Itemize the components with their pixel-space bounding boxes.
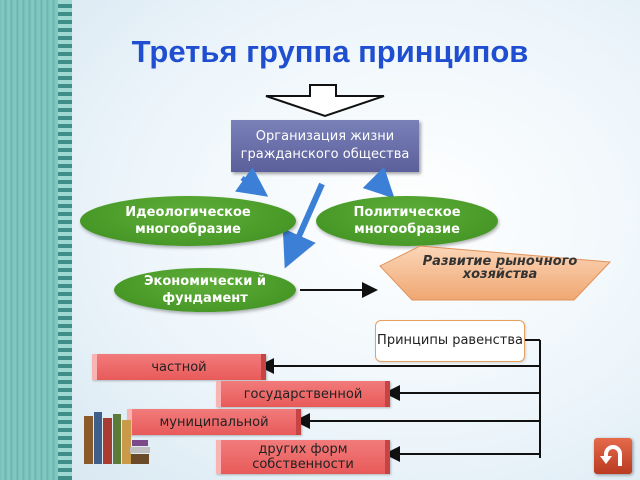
state-property-scroll: государственной — [216, 381, 390, 407]
arrow-to-political — [362, 166, 395, 199]
return-icon — [600, 445, 622, 466]
municipal-property-scroll: муниципальной — [127, 409, 301, 435]
other-property-forms-scroll: других форм собственности — [216, 440, 390, 474]
books-icon — [84, 412, 150, 464]
equality-principles-box: Принципы равенства — [375, 320, 525, 362]
down-arrow-icon — [265, 84, 385, 118]
notebook-rings — [58, 0, 72, 480]
private-property-scroll: частной — [92, 354, 266, 380]
return-button[interactable] — [594, 438, 632, 474]
market-economy-label: Развитие рыночного хозяйства — [422, 254, 578, 282]
slide-title: Третья группа принципов — [131, 34, 529, 69]
civil-society-box: Организация жизни гражданского общества — [231, 120, 419, 172]
political-diversity-oval: Политическое многообразие — [316, 196, 498, 246]
arrow-to-economic — [282, 182, 325, 269]
economic-foundation-oval: Экономически й фундамент — [114, 268, 296, 312]
ideological-diversity-oval: Идеологическое многообразие — [80, 196, 296, 246]
arrow-to-ideological — [235, 167, 269, 197]
market-economy-shape — [379, 245, 612, 301]
